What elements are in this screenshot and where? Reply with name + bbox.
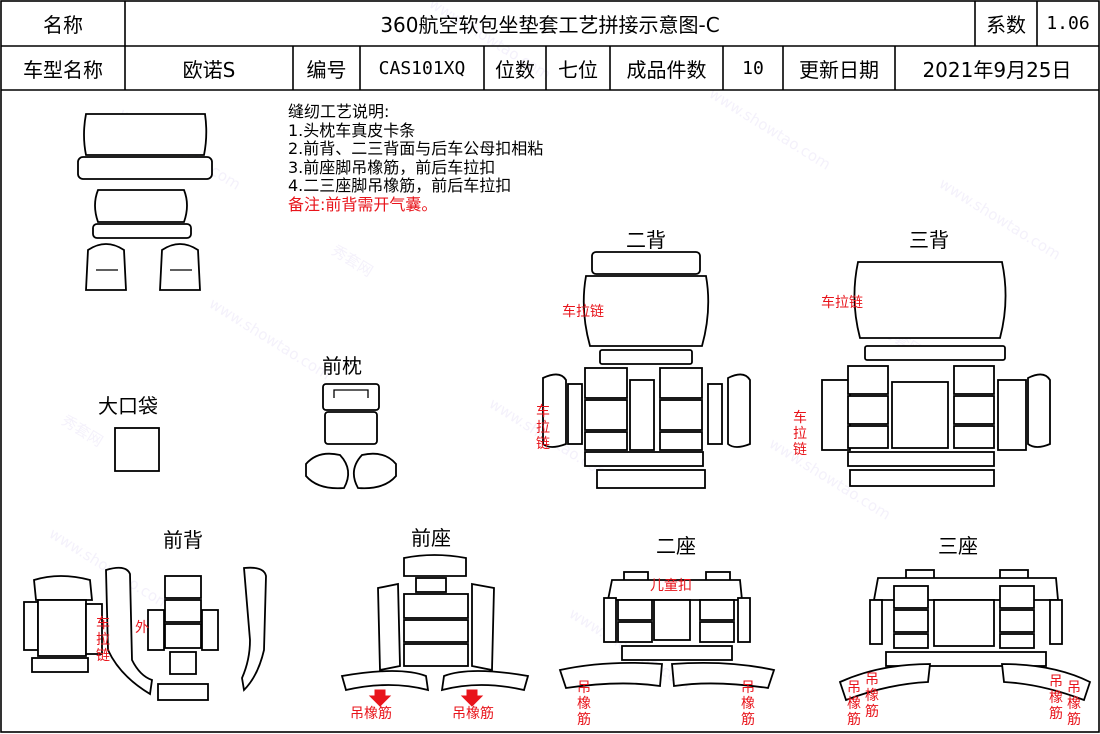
coef-label: 系数 xyxy=(986,13,1026,37)
front-pillow-label: 前枕 xyxy=(322,354,362,378)
elastic-annotation-vertical: 吊橡筋 xyxy=(847,680,861,728)
big-pocket-label: 大口袋 xyxy=(98,394,158,418)
sewing-notes: 缝纫工艺说明: 1.头枕车真皮卡条 2.前背、二三背面与后车公母扣相粘 3.前座… xyxy=(288,102,544,214)
code-label: 编号 xyxy=(306,57,347,82)
second-seat-label: 二座 xyxy=(656,534,696,558)
note-item: 2.前背、二三背面与后车公母扣相粘 xyxy=(288,139,544,158)
zipper-annotation-vertical: 车拉链 xyxy=(96,616,110,664)
zipper-annotation-vertical: 车拉链 xyxy=(793,410,807,458)
note-item: 1.头枕车真皮卡条 xyxy=(288,120,416,140)
pieces-label: 成品件数 xyxy=(626,57,707,82)
front-back-pieces xyxy=(23,566,267,701)
big-pocket-piece xyxy=(114,427,160,472)
coef-value: 1.06 xyxy=(1046,13,1090,34)
second-back-pieces xyxy=(542,251,751,489)
front-pillow-pieces xyxy=(305,383,397,490)
front-seat-pieces xyxy=(340,554,530,707)
elastic-annotation: 吊橡筋 xyxy=(350,706,392,722)
third-seat-pieces xyxy=(838,569,1092,702)
zipper-annotation-vertical: 车拉链 xyxy=(536,404,550,452)
third-back-label: 三背 xyxy=(909,228,949,252)
seats-value: 七位 xyxy=(558,57,598,82)
elastic-annotation-vertical: 吊橡筋 xyxy=(1067,680,1081,728)
model-value: 欧诺S xyxy=(182,57,236,82)
code-value: CAS101XQ xyxy=(378,57,466,79)
elastic-annotation-vertical: 吊橡筋 xyxy=(741,680,755,728)
model-label: 车型名称 xyxy=(23,57,103,82)
front-seat-label: 前座 xyxy=(411,526,451,550)
front-back-label: 前背 xyxy=(163,528,203,552)
outer-annotation: 外 xyxy=(135,620,149,636)
third-back-pieces xyxy=(821,261,1051,487)
second-seat-pieces xyxy=(558,571,776,690)
sheet-title: 360航空软包坐垫套工艺拼接示意图-C xyxy=(380,13,720,37)
elastic-annotation-vertical: 吊橡筋 xyxy=(1049,674,1063,722)
date-label: 更新日期 xyxy=(799,57,879,82)
name-label: 名称 xyxy=(43,13,83,37)
note-item: 3.前座脚吊橡筋，前后车拉扣 xyxy=(288,157,496,177)
elastic-annotation: 吊橡筋 xyxy=(452,706,494,722)
pieces-value: 10 xyxy=(742,57,764,79)
notes-remark: 备注:前背需开气囊。 xyxy=(288,194,438,214)
notes-heading: 缝纫工艺说明: xyxy=(288,102,390,121)
elastic-annotation-vertical: 吊橡筋 xyxy=(577,680,591,728)
third-seat-label: 三座 xyxy=(938,534,978,558)
headrest-thumbnails xyxy=(77,113,213,291)
zipper-annotation: 车拉链 xyxy=(821,295,863,311)
seats-label: 位数 xyxy=(495,57,535,82)
date-value: 2021年9月25日 xyxy=(922,57,1072,82)
elastic-annotation-vertical: 吊橡筋 xyxy=(865,672,879,720)
second-back-label: 二背 xyxy=(626,228,666,252)
note-item: 4.二三座脚吊橡筋，前后车拉扣 xyxy=(288,176,512,195)
zipper-annotation: 车拉链 xyxy=(562,304,604,320)
child-lock-annotation: 儿童扣 xyxy=(650,578,692,594)
